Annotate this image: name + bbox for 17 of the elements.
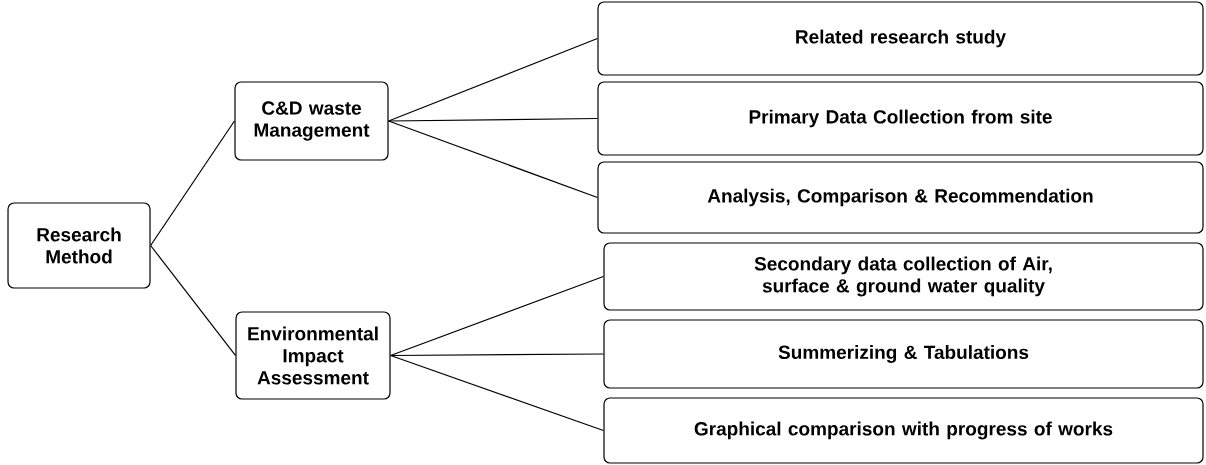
step-box: Analysis, Comparison & Recommendation bbox=[597, 161, 1204, 234]
step-box: Primary Data Collection from site bbox=[597, 81, 1204, 156]
category-box: C&D waste Management bbox=[234, 81, 389, 161]
connector-line bbox=[390, 353, 604, 357]
connector-line bbox=[390, 275, 604, 357]
connector-line bbox=[150, 120, 235, 247]
connector-line bbox=[390, 354, 604, 432]
root-box: Research Method bbox=[7, 202, 151, 289]
connector-line bbox=[388, 120, 598, 199]
step-box: Summerizing & Tabulations bbox=[603, 319, 1204, 389]
connector-line bbox=[388, 117, 598, 122]
connector-line bbox=[388, 37, 598, 122]
category-box: Environmental Impact Assessment bbox=[235, 311, 391, 400]
connector-line bbox=[150, 244, 236, 357]
step-box: Graphical comparison with progress of works bbox=[603, 397, 1204, 464]
step-box: Related research study bbox=[597, 1, 1204, 76]
step-box: Secondary data collection of Air, surface & ground water quality bbox=[603, 242, 1204, 311]
